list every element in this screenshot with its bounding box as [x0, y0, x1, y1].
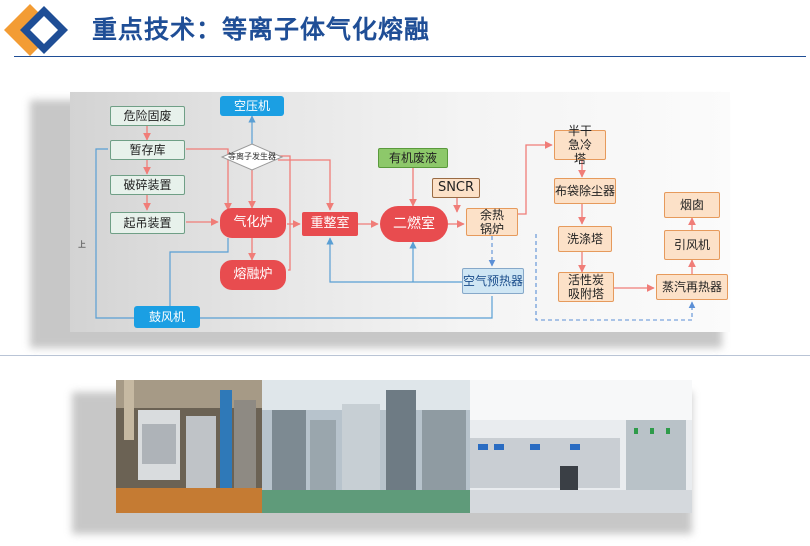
title-divider	[14, 56, 806, 57]
header-logo	[4, 4, 68, 56]
node-air-preheater: 空气预热器	[462, 268, 524, 294]
node-scrubber: 洗涤塔	[558, 226, 612, 252]
page-title: 重点技术：等离子体气化熔融	[92, 15, 431, 44]
node-chimney: 烟囱	[664, 192, 720, 218]
node-activated-carbon: 活性炭吸附塔	[558, 272, 614, 302]
node-crusher: 破碎装置	[110, 175, 185, 195]
control-room-photo	[470, 380, 692, 513]
node-sncr: SNCR	[432, 178, 480, 198]
side-label: 上	[78, 240, 86, 249]
node-secondary-combustion: 二燃室	[380, 206, 448, 242]
node-crane: 起吊装置	[110, 212, 185, 234]
node-reforming-chamber: 重整室	[302, 212, 358, 236]
node-gasifier: 气化炉	[220, 208, 286, 238]
node-blower: 鼓风机	[134, 306, 200, 328]
node-air-compressor: 空压机	[220, 96, 284, 116]
node-melting-furnace: 熔融炉	[220, 260, 286, 290]
node-organic-liquid: 有机废液	[378, 148, 448, 168]
node-temp-storage: 暂存库	[110, 140, 185, 160]
node-id-fan: 引风机	[664, 230, 720, 260]
node-plasma-generator: 等离子发生器	[228, 152, 276, 161]
node-semi-dry-quench: 半干急冷塔	[554, 124, 606, 166]
gasifier-plant-photo	[116, 380, 262, 513]
node-waste-heat-boiler: 余热锅炉	[466, 208, 518, 236]
node-bag-filter: 布袋除尘器	[554, 178, 616, 204]
workshop-photo	[262, 380, 470, 513]
node-hazardous-waste: 危险固废	[110, 106, 185, 126]
node-steam-reheater: 蒸汽再热器	[656, 274, 728, 300]
section-divider	[0, 355, 810, 356]
